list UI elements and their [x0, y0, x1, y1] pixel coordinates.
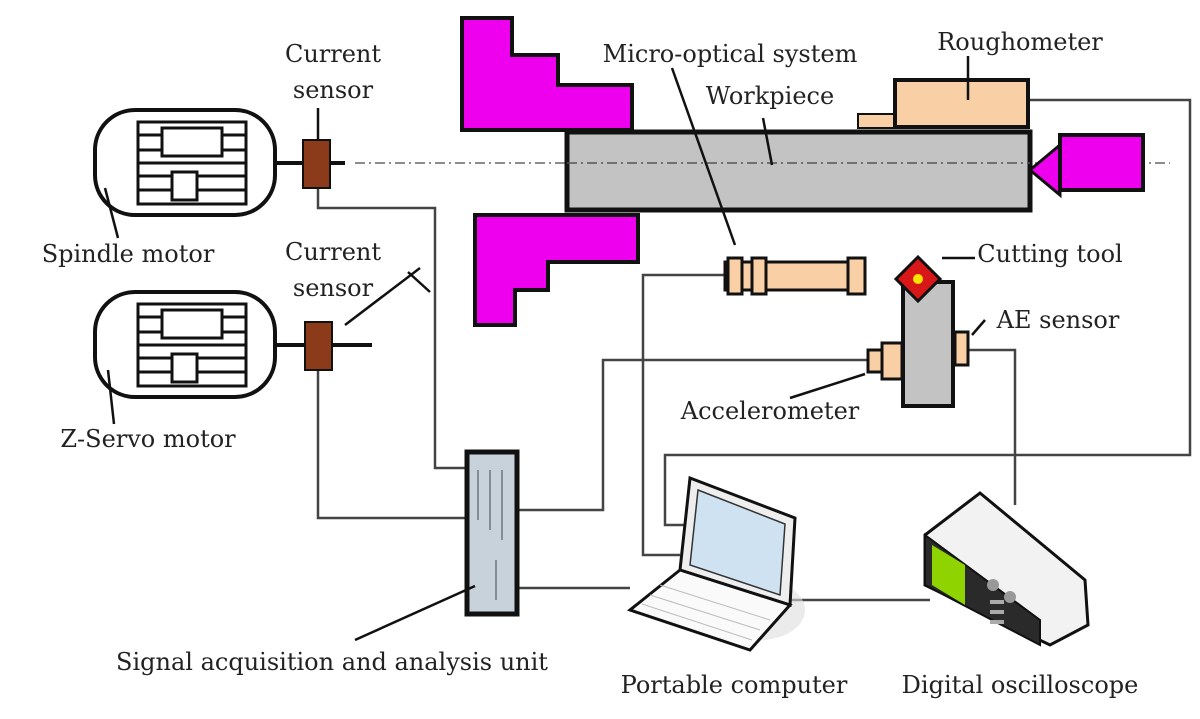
- signal-acquisition-unit: [464, 449, 520, 617]
- spindle-motor-icon: [93, 108, 345, 217]
- micro-optical-system: [723, 256, 867, 296]
- roughometer-probe: [857, 113, 899, 129]
- workpiece: [564, 129, 1033, 213]
- chuck-lower-jaw: [473, 213, 640, 327]
- label-current-sensor-1-line1: Current: [285, 40, 381, 68]
- label-accelerometer: Accelerometer: [680, 397, 860, 425]
- z-servo-motor-icon: [93, 290, 372, 399]
- label-workpiece: Workpiece: [706, 82, 834, 110]
- label-roughometer: Roughometer: [937, 28, 1103, 56]
- accelerometer: [866, 341, 904, 381]
- leader-lines: [103, 56, 986, 642]
- spindle-current-sensor: [302, 139, 331, 189]
- label-current-sensor-2-line2: sensor: [293, 274, 374, 302]
- label-z-servo-motor: Z-Servo motor: [60, 425, 236, 453]
- wiring: [316, 98, 1192, 602]
- servo-current-sensor: [304, 321, 333, 371]
- tailstock: [1027, 133, 1145, 199]
- label-current-sensor-1-line2: sensor: [293, 76, 374, 104]
- laptop-icon: [626, 475, 805, 652]
- label-oscilloscope: Digital oscilloscope: [902, 671, 1139, 699]
- oscilloscope-icon: [923, 491, 1090, 647]
- roughometer: [893, 78, 1030, 129]
- label-micro-optical-system: Micro-optical system: [603, 40, 858, 68]
- label-spindle-motor: Spindle motor: [42, 240, 215, 268]
- cutting-tool: [893, 254, 955, 408]
- label-ae-sensor: AE sensor: [996, 306, 1120, 334]
- label-signal-unit: Signal acquisition and analysis unit: [116, 648, 548, 676]
- label-current-sensor-2-line1: Current: [285, 238, 381, 266]
- label-portable-computer: Portable computer: [621, 671, 848, 699]
- ae-sensor: [953, 330, 970, 367]
- chuck-upper-jaw: [460, 16, 634, 132]
- label-cutting-tool: Cutting tool: [977, 240, 1122, 268]
